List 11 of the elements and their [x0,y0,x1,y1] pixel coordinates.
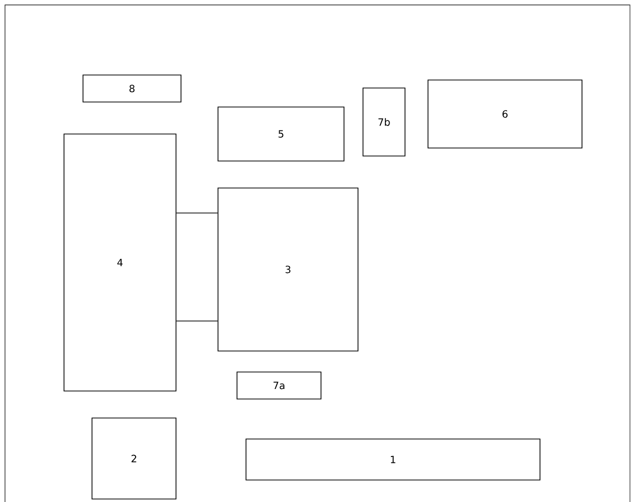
numbered-box: 7b [362,88,406,156]
numbered-box: 5 [218,106,344,162]
connector-line [176,212,218,214]
numbered-box: 4 [64,134,176,392]
numbered-box: 7a [236,372,322,400]
numbered-box: 1 [246,438,540,480]
numbered-box: 3 [218,188,358,352]
numbered-box: 2 [92,418,176,500]
numbered-box: 8 [82,74,182,102]
numbered-box: 6 [428,80,582,148]
connector-line [176,320,218,322]
